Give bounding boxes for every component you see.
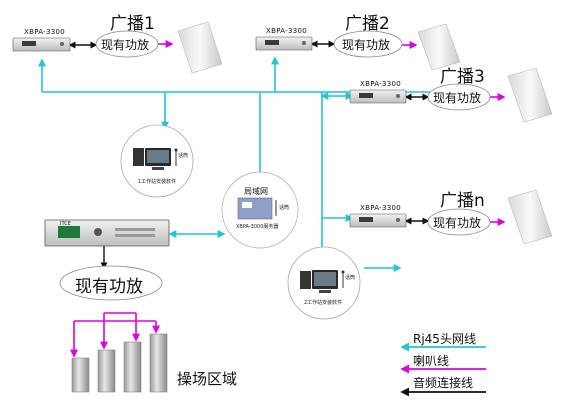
wall-speaker-2	[417, 23, 461, 71]
audio-cable	[68, 40, 430, 270]
workstation-1-caption: 1工作站安装软件	[138, 179, 177, 185]
amp-bubble-1	[95, 30, 159, 58]
zone-n-title: 广播n	[440, 191, 485, 211]
workstation-2-caption: 2工作站安装软件	[304, 300, 343, 306]
server-caption: XBPA-3000服务器	[236, 224, 279, 230]
lan-mic-label: 话筒	[279, 205, 290, 211]
wall-speaker-1	[177, 21, 223, 74]
amp-n-model: XBPA-3300	[360, 204, 402, 212]
lan-server	[221, 171, 299, 249]
amp-1-label: 现有功放	[101, 38, 150, 52]
field-label: 操场区域	[177, 370, 238, 388]
existing-amp-label: 现有功放	[75, 277, 143, 297]
legend-network-label: Rj45头网线	[413, 332, 476, 346]
wall-speaker-n	[507, 189, 553, 245]
zone-2-title: 广播2	[345, 14, 390, 34]
amp-bubble-2	[333, 30, 403, 58]
amplifier-2	[255, 36, 313, 51]
existing-amp-bubble	[59, 265, 163, 301]
amplifier-n	[349, 213, 407, 228]
rack-brand: ITCE	[60, 221, 71, 227]
amp-3-label: 现有功放	[433, 91, 482, 105]
column-speakers	[71, 333, 168, 393]
wall-speaker-3	[507, 67, 553, 123]
rack-amplifier	[44, 219, 170, 247]
amp-1-model: XBPA-3300	[24, 28, 66, 36]
amp-bubble-n	[427, 208, 491, 236]
amp-2-label: 现有功放	[342, 38, 391, 52]
workstation-2	[287, 246, 361, 320]
amp-2-model: XBPA-3300	[266, 27, 308, 35]
zone-1-title: 广播1	[110, 14, 155, 34]
lan-label: 局域网	[244, 187, 268, 196]
amp-bubble-3	[427, 83, 491, 111]
amp-n-label: 现有功放	[433, 216, 482, 230]
workstation-2-mic-label: 话筒	[345, 275, 356, 281]
speaker-cable	[70, 40, 506, 358]
amplifier-3	[349, 89, 407, 104]
workstation-1-mic-label: 话筒	[178, 153, 189, 159]
legend-speaker-label: 喇叭线	[413, 354, 450, 368]
zone-3-title: 广播3	[440, 67, 485, 87]
workstation-1	[120, 124, 194, 198]
amplifier-1	[12, 37, 71, 52]
legend-audio-label: 音频连接线	[413, 376, 474, 390]
amp-3-model: XBPA-3300	[360, 80, 402, 88]
